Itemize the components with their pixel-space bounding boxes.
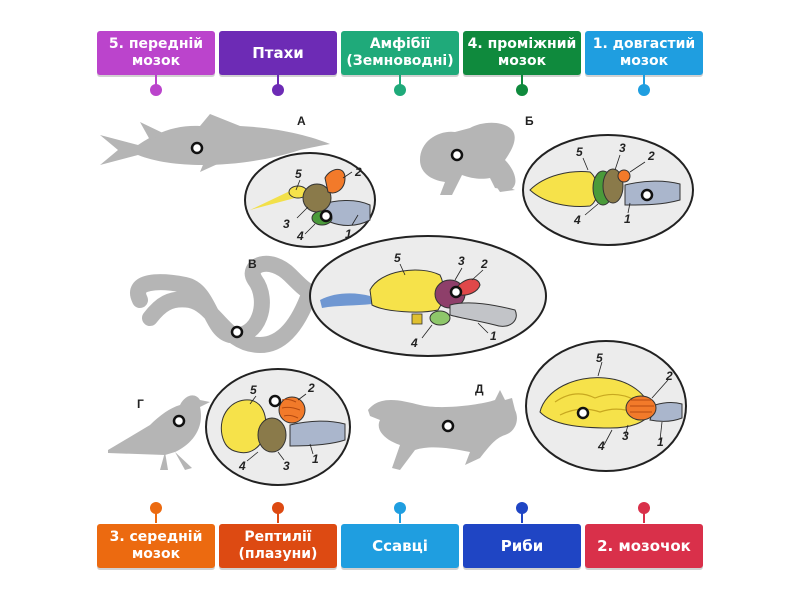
pin-stem — [521, 75, 523, 85]
pin-stem — [399, 75, 401, 85]
fish-brain-panel: 5 2 3 4 1 — [244, 152, 376, 248]
frog-silhouette — [420, 122, 516, 195]
pin-dot — [394, 502, 406, 514]
label-medulla[interactable]: 1. довгастий мозок — [585, 31, 703, 75]
num-1: 1 — [657, 435, 664, 449]
pin-dot — [516, 84, 528, 96]
num-4: 4 — [238, 459, 246, 473]
drop-target-reptile-brain[interactable] — [449, 285, 463, 299]
num-5: 5 — [250, 383, 257, 397]
drop-target-cat[interactable] — [441, 419, 455, 433]
label-forebrain[interactable]: 5. передній мозок — [97, 31, 215, 75]
letter-a: А — [297, 114, 306, 128]
label-birds[interactable]: Птахи — [219, 31, 337, 75]
num-1: 1 — [345, 227, 352, 241]
num-5: 5 — [295, 167, 302, 181]
drop-target-fish-brain[interactable] — [319, 209, 333, 223]
label-fish[interactable]: Риби — [463, 524, 581, 568]
mammal-brain-panel: 5 2 4 3 1 — [525, 340, 687, 472]
pin-dot — [638, 84, 650, 96]
num-1: 1 — [490, 329, 497, 343]
pin-dot — [516, 502, 528, 514]
letter-v: В — [248, 257, 257, 271]
label-mammals[interactable]: Ссавці — [341, 524, 459, 568]
num-1: 1 — [312, 452, 319, 466]
letter-b: Б — [525, 114, 534, 128]
drop-target-bird[interactable] — [172, 414, 186, 428]
snake-silhouette — [130, 255, 321, 354]
pin-stem — [643, 75, 645, 85]
drop-target-frog-brain[interactable] — [640, 188, 654, 202]
drop-target-bird-brain[interactable] — [268, 394, 282, 408]
drop-target-snake[interactable] — [230, 325, 244, 339]
pin-dot — [272, 84, 284, 96]
num-5: 5 — [576, 145, 583, 159]
num-2: 2 — [647, 149, 655, 163]
letter-d: Д — [475, 382, 484, 396]
num-4: 4 — [410, 336, 418, 350]
fish-silhouette — [100, 114, 330, 172]
num-3: 3 — [619, 141, 626, 155]
drop-target-fish[interactable] — [190, 141, 204, 155]
reptile-brain-panel: 5 3 2 4 1 — [309, 235, 547, 357]
letter-g: Г — [137, 397, 144, 411]
pin-dot — [394, 84, 406, 96]
num-2: 2 — [307, 381, 315, 395]
bird-brain-panel: 5 2 4 3 1 — [205, 368, 351, 486]
num-5: 5 — [596, 351, 603, 365]
pin-stem — [155, 75, 157, 85]
label-reptiles[interactable]: Рептилії (плазуни) — [219, 524, 337, 568]
frog-brain-panel: 5 3 2 4 1 — [522, 134, 694, 246]
pin-stem — [643, 513, 645, 523]
num-3: 3 — [283, 217, 290, 231]
drop-target-mammal-brain[interactable] — [576, 406, 590, 420]
label-midbrain[interactable]: 3. середній мозок — [97, 524, 215, 568]
pin-stem — [277, 513, 279, 523]
pin-stem — [155, 513, 157, 523]
label-diencephalon[interactable]: 4. проміжний мозок — [463, 31, 581, 75]
bird-silhouette — [108, 395, 210, 470]
num-4: 4 — [597, 439, 605, 453]
num-4: 4 — [573, 213, 581, 227]
num-3: 3 — [622, 429, 629, 443]
num-2: 2 — [665, 369, 673, 383]
cat-silhouette — [368, 390, 517, 470]
pin-stem — [399, 513, 401, 523]
num-1: 1 — [624, 212, 631, 226]
pin-dot — [150, 502, 162, 514]
drop-target-frog[interactable] — [450, 148, 464, 162]
num-4: 4 — [296, 229, 304, 243]
num-3: 3 — [458, 254, 465, 268]
pin-stem — [277, 75, 279, 85]
num-3: 3 — [283, 459, 290, 473]
num-2: 2 — [480, 257, 488, 271]
pin-dot — [638, 502, 650, 514]
label-cerebellum[interactable]: 2. мозочок — [585, 524, 703, 568]
pin-dot — [150, 84, 162, 96]
num-5: 5 — [394, 251, 401, 265]
label-amphibians[interactable]: Амфібії (Земноводні) — [341, 31, 459, 75]
pin-dot — [272, 502, 284, 514]
pin-stem — [521, 513, 523, 523]
num-2: 2 — [354, 165, 362, 179]
